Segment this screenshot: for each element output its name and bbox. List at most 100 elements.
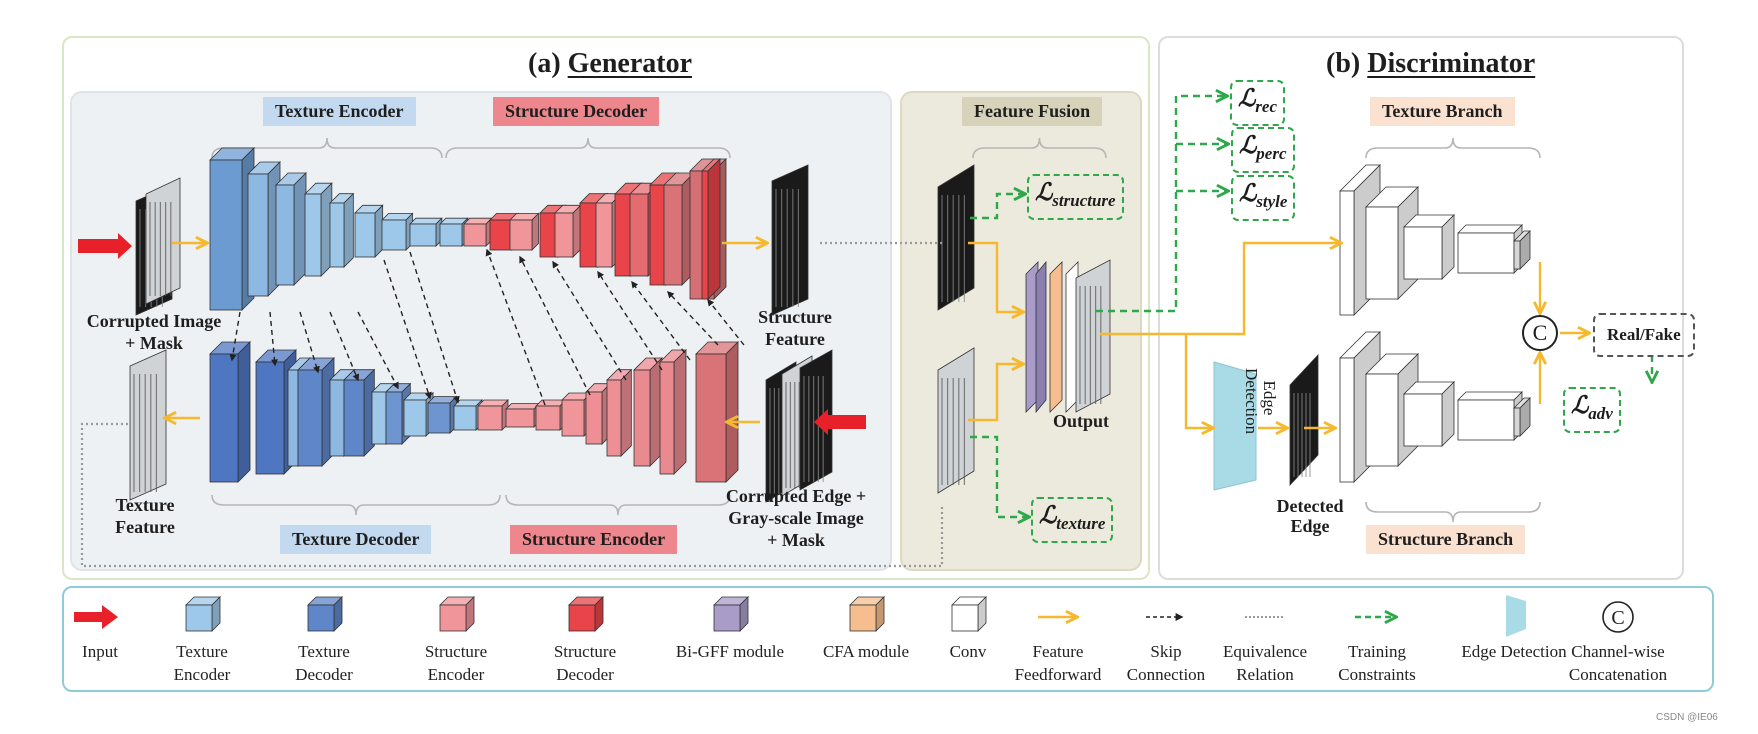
slab-front (713, 604, 741, 632)
legend-cube (849, 596, 885, 632)
legend-item-label: Conv (898, 640, 1038, 663)
slab-front (381, 219, 407, 251)
perc-loss-box: ℒperc (1231, 127, 1295, 173)
loss-symbol: ℒ (1039, 503, 1057, 529)
structure-feature-label-line: Structure (758, 307, 832, 327)
legend-cube (951, 596, 987, 632)
loss-symbol: ℒ (1035, 180, 1053, 206)
detected-edge-label-line: Detected (1276, 496, 1344, 516)
corrupted-image-back (145, 177, 181, 305)
loss-symbol: ℒ (1571, 393, 1589, 419)
slab-front (535, 405, 561, 431)
corrupted-edge-label-line: + Mask (767, 530, 825, 550)
legend-cube (307, 596, 343, 632)
real-fake-box: Real/Fake (1593, 313, 1695, 357)
input-arrow-edge (814, 409, 866, 435)
legend-cube (568, 596, 604, 632)
slab-front (297, 369, 323, 467)
generator-panel (62, 36, 1150, 580)
legend-item-label-line: Encoder (427, 665, 485, 684)
structure-feature-map (771, 164, 809, 316)
slab-front (409, 223, 437, 247)
discriminator-title-text: Discriminator (1367, 48, 1536, 79)
corrupted-edge-label-line: Gray-scale Image (728, 508, 864, 528)
texture-decoder-layer (209, 341, 251, 483)
skip-connection-arrow (383, 259, 432, 400)
legend-item-label-line: Skip (1150, 642, 1182, 661)
slab-front (951, 604, 979, 632)
legend-item-label-line: Decoder (556, 665, 614, 684)
texture-encoder-brace (211, 137, 443, 159)
structure-decoder-layer (701, 158, 721, 300)
loss-subscript: perc (1256, 144, 1287, 163)
slab-front (304, 193, 322, 277)
structure-decoder-tag: Structure Decoder (493, 97, 660, 126)
texture-feature-label: Texture Feature (95, 494, 195, 538)
slab-front (663, 184, 683, 286)
fusion-texture-map (937, 347, 975, 494)
cfa-plane (1049, 261, 1063, 413)
texture-branch-brace (1365, 137, 1541, 159)
slab-front (209, 159, 243, 311)
edge-detection-trapezoid (1213, 361, 1257, 491)
slab-front (595, 202, 613, 268)
slab-front (427, 402, 451, 434)
structure-loss-box: ℒstructure (1027, 174, 1124, 220)
loss-symbol: ℒ (1238, 86, 1256, 112)
structure-branch-brace (1365, 501, 1541, 523)
texture-encoder-tag: Texture Encoder (263, 97, 416, 126)
legend-cube (713, 596, 749, 632)
slab-front (659, 361, 675, 475)
structure-encoder-cube-icon (439, 596, 475, 632)
input-arrow-image (78, 233, 132, 259)
texture-encoder-layer (209, 147, 255, 311)
slab-front (695, 353, 727, 483)
legend-item-label-line: Training (1348, 642, 1406, 661)
structure-branch-network (1339, 331, 1531, 483)
detected-edge-map-plane (1289, 353, 1319, 487)
generator-title-text: Generator (567, 48, 693, 79)
slab-front (247, 173, 269, 297)
texture-branch-network (1339, 164, 1531, 316)
skip-connection-arrow (229, 311, 241, 362)
legend-item-label-line: Edge Detection (1461, 642, 1567, 661)
texture-encoder-layer (275, 172, 307, 286)
corrupted-image-label-line: Corrupted Image (86, 311, 222, 331)
feedforward-arrow (968, 364, 1022, 422)
corrupted-edge-3-plane (799, 349, 833, 491)
structure-feature-label: Structure Feature (740, 306, 850, 350)
legend-item-label-line: Encoder (173, 665, 231, 684)
structure-encoder-layer (695, 341, 739, 483)
slab-front (606, 379, 622, 457)
loss-subscript: texture (1056, 514, 1106, 533)
bi-gff-plane-side (1035, 260, 1047, 414)
slab-front (568, 604, 596, 632)
slab-front (701, 170, 709, 300)
detected-edge-map (1289, 353, 1319, 487)
fusion-structure-map (937, 164, 975, 311)
slab-front (439, 604, 467, 632)
slab-front (1457, 399, 1515, 441)
texture-decoder-cube-icon (307, 596, 343, 632)
training-constraint-arrow (970, 194, 1024, 220)
legend-item-label-line: Conv (949, 642, 987, 661)
legend-item-label-line: Constraints (1338, 665, 1416, 684)
legend-item-label-line: Texture (298, 642, 350, 661)
red-arrow-icon (74, 605, 118, 629)
structure-feature-label-line: Feature (765, 329, 825, 349)
conv-block (1513, 230, 1531, 270)
generator-title-prefix: (a) (528, 48, 561, 79)
slab-front (629, 193, 649, 277)
structure-branch-tag: Structure Branch (1366, 525, 1526, 554)
generator-title: (a) Generator (528, 48, 692, 80)
slab-front (209, 353, 239, 483)
legend-item-label-line: Channel-wise (1571, 642, 1665, 661)
input-arrow-shape (74, 605, 118, 629)
slab-front (403, 399, 427, 437)
legend-item-label: CFA module (796, 640, 936, 663)
